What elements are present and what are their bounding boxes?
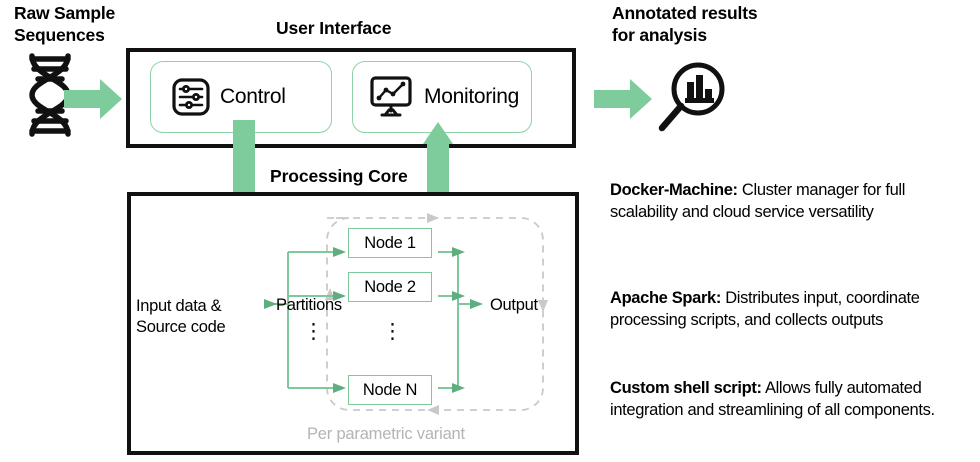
input-data-label: Input data & Source code [136,296,256,338]
input-label-line-2: Source code [136,318,226,337]
sliders-icon [172,78,210,116]
user-interface-title: User Interface [276,18,392,38]
monitoring-card[interactable]: Monitoring [352,61,532,133]
annotated-results-label: Annotated results for analysis [612,2,842,47]
vertical-ellipsis-left: ⋮ [303,320,324,343]
monitoring-card-label: Monitoring [424,85,520,108]
vertical-ellipsis-right: ⋮ [382,320,403,343]
annotated-label-line-1: Annotated results [612,3,758,23]
raw-label-line-2: Sequences [14,25,105,46]
processing-core-wiring [264,213,548,415]
paragraph-3-text: Allows fully automated integration and s… [610,379,935,419]
node-box-2[interactable]: Node 2 [348,272,432,302]
monitor-chart-icon [370,76,412,117]
magnifier-bar-chart-icon [658,62,725,132]
output-label: Output [490,296,538,314]
partitions-label: Partitions [276,296,342,314]
input-green-right-arrow [64,79,122,119]
paragraph-custom-shell-script: Custom shell script: Allows fully automa… [610,378,970,422]
paragraph-apache-spark: Apache Spark: Distributes input, coordin… [610,288,970,332]
node-box-1[interactable]: Node 1 [348,228,432,258]
paragraph-1-text: Cluster manager for full scalability and… [610,181,906,221]
annotated-label-line-2: for analysis [612,25,707,46]
control-card[interactable]: Control [150,61,332,133]
paragraph-2-text: Distributes input, coordinate processing… [610,289,920,329]
input-label-line-1: Input data & [136,297,222,315]
paragraph-1-term: Docker-Machine: [610,181,738,199]
raw-label-line-1: Raw Sample [14,3,116,23]
node-box-n[interactable]: Node N [348,375,432,405]
output-green-right-arrow [594,79,652,119]
per-parametric-variant-label: Per parametric variant [307,425,465,443]
control-card-label: Control [220,85,286,108]
paragraph-2-term: Apache Spark: [610,289,721,307]
raw-sample-sequences-label: Raw Sample Sequences [14,2,154,47]
paragraph-3-term: Custom shell script: [610,379,762,397]
paragraph-docker-machine: Docker-Machine: Cluster manager for full… [610,180,970,224]
processing-core-title: Processing Core [270,166,408,186]
green-down-arrow [229,120,259,214]
